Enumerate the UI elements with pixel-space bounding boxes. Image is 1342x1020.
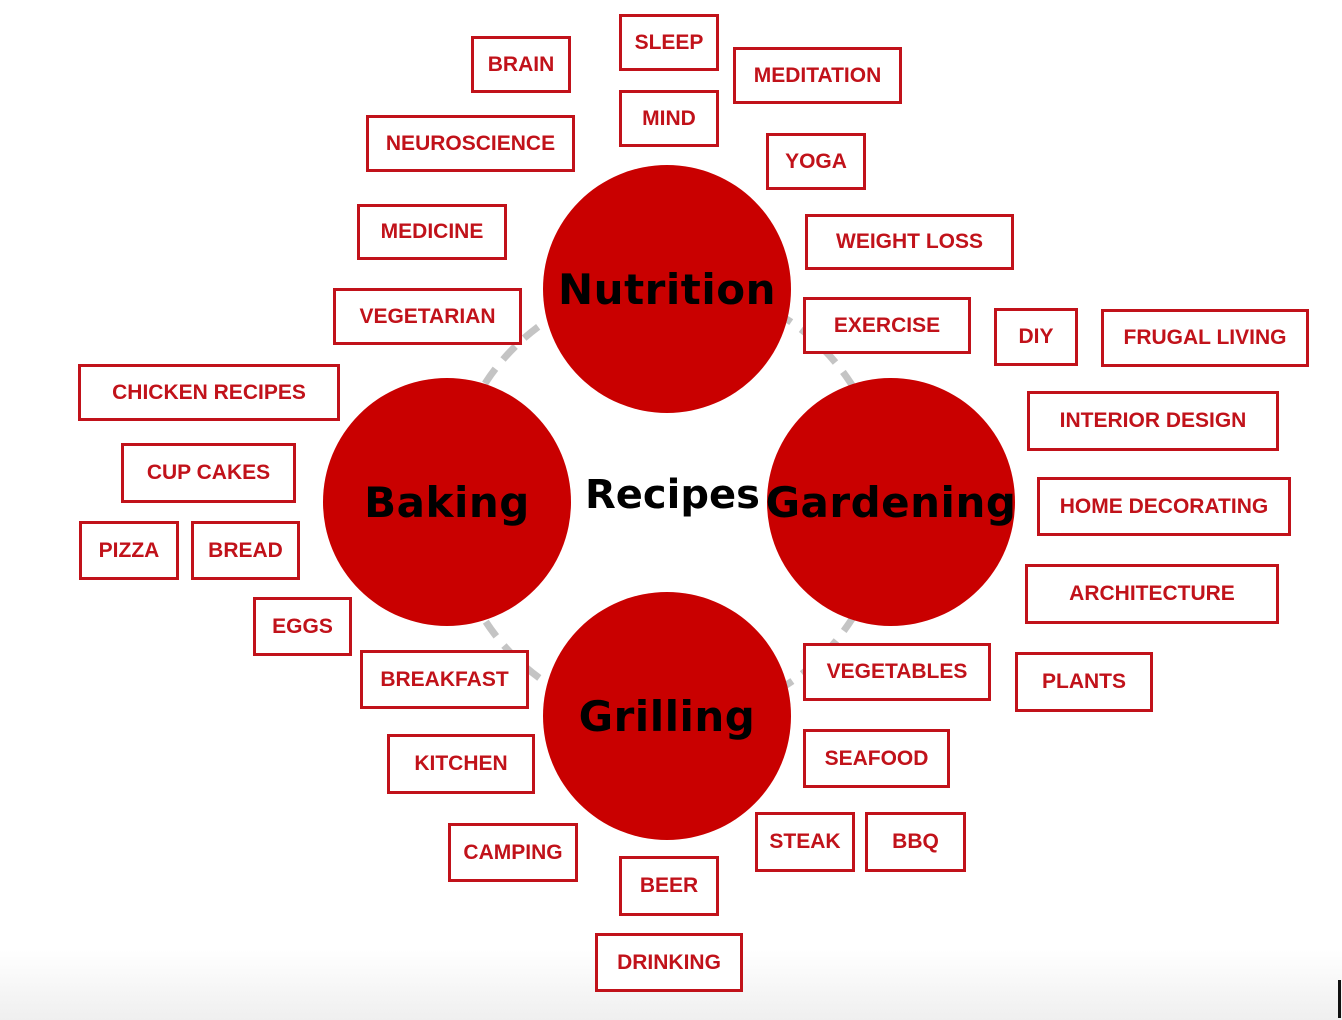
- tag[interactable]: BRAIN: [471, 36, 571, 93]
- tag[interactable]: MEDITATION: [733, 47, 902, 104]
- hub-label: Grilling: [578, 691, 756, 741]
- tag[interactable]: HOME DECORATING: [1037, 477, 1291, 536]
- tag[interactable]: SLEEP: [619, 14, 719, 71]
- text-cursor: [1338, 980, 1341, 1018]
- tag[interactable]: DRINKING: [595, 933, 743, 992]
- hub-grilling[interactable]: Grilling: [543, 592, 791, 840]
- tag[interactable]: PLANTS: [1015, 652, 1153, 712]
- tag[interactable]: FRUGAL LIVING: [1101, 309, 1309, 367]
- tag[interactable]: MEDICINE: [357, 204, 507, 260]
- tag[interactable]: EGGS: [253, 597, 352, 656]
- tag[interactable]: DIY: [994, 308, 1078, 366]
- tag[interactable]: WEIGHT LOSS: [805, 214, 1014, 270]
- tag[interactable]: EXERCISE: [803, 297, 971, 354]
- tag[interactable]: CUP CAKES: [121, 443, 296, 503]
- tag[interactable]: BEER: [619, 856, 719, 916]
- hub-label: Baking: [364, 477, 530, 527]
- center-label: Recipes: [585, 472, 760, 518]
- tag[interactable]: PIZZA: [79, 521, 179, 580]
- tag[interactable]: CAMPING: [448, 823, 578, 882]
- hub-baking[interactable]: Baking: [323, 378, 571, 626]
- tag[interactable]: BREAKFAST: [360, 650, 529, 709]
- tag[interactable]: SEAFOOD: [803, 729, 950, 788]
- tag[interactable]: BREAD: [191, 521, 300, 580]
- tag[interactable]: INTERIOR DESIGN: [1027, 391, 1279, 451]
- hub-nutrition[interactable]: Nutrition: [543, 165, 791, 413]
- tag[interactable]: BBQ: [865, 812, 966, 872]
- tag[interactable]: VEGETABLES: [803, 643, 991, 701]
- tag[interactable]: KITCHEN: [387, 734, 535, 794]
- hub-gardening[interactable]: Gardening: [765, 378, 1017, 626]
- tag[interactable]: ARCHITECTURE: [1025, 564, 1279, 624]
- tag[interactable]: VEGETARIAN: [333, 288, 522, 345]
- hub-label: Gardening: [765, 477, 1017, 527]
- tag[interactable]: YOGA: [766, 133, 866, 190]
- tag[interactable]: MIND: [619, 90, 719, 147]
- tag[interactable]: STEAK: [755, 812, 855, 872]
- tag[interactable]: NEUROSCIENCE: [366, 115, 575, 172]
- tag[interactable]: CHICKEN RECIPES: [78, 364, 340, 421]
- hub-label: Nutrition: [558, 264, 776, 314]
